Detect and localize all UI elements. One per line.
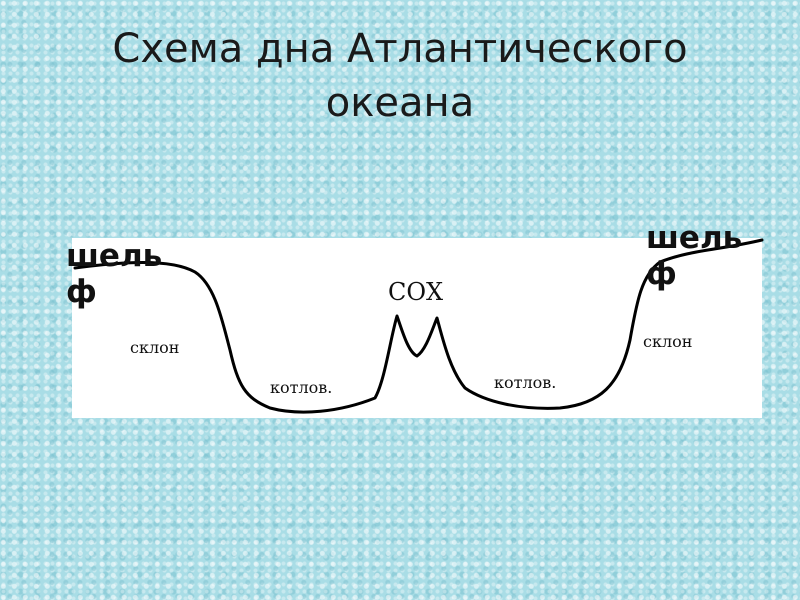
label-shelf-left: шельф [66,238,163,310]
label-shelf-right: шельф [646,220,743,292]
label-slope-right: склон [643,332,693,351]
title-line-2: океана [325,80,475,126]
label-basin-right: котлов. [494,373,557,392]
ocean-floor-line [73,238,764,414]
title-line-1: Схема дна Атлантического [112,26,688,72]
label-mid-ocean-ridge: СОХ [388,278,444,306]
slide-title: Схема дна Атлантического океана [0,22,800,130]
label-slope-left: склон [130,338,180,357]
label-basin-left: котлов. [270,378,333,397]
